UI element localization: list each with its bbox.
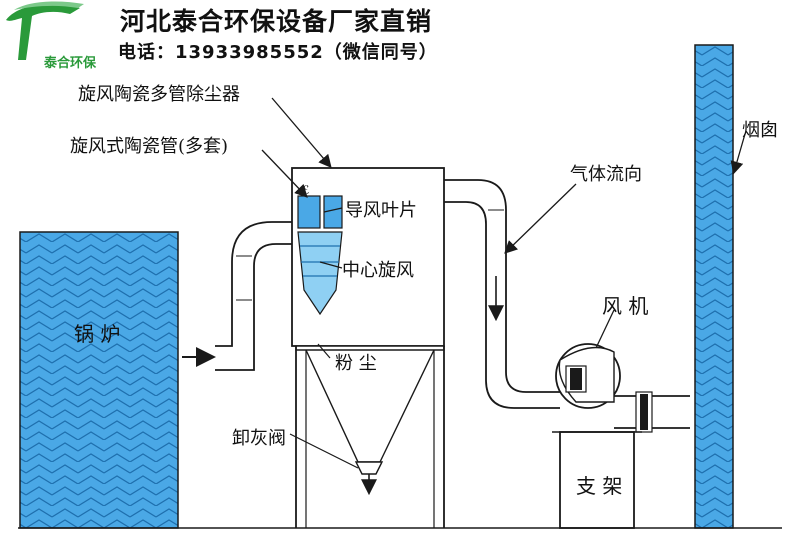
label-center-cyclone: 中心旋风 <box>342 260 414 281</box>
label-dust: 粉 尘 <box>335 353 377 374</box>
label-gas-flow: 气体流向 <box>570 164 642 185</box>
phone-line: 电话：13933985552（微信同号） <box>118 42 438 63</box>
ash-valve <box>354 461 384 475</box>
logo-icon <box>6 1 84 60</box>
label-stand: 支 架 <box>576 474 623 498</box>
chimney-block <box>694 44 734 529</box>
label-ash-valve: 卸灰阀 <box>232 428 286 449</box>
logo-text: 泰合环保 <box>44 56 97 71</box>
label-guide-vane: 导风叶片 <box>345 200 417 221</box>
label-multi-tube-collector: 旋风陶瓷多管除尘器 <box>78 84 240 105</box>
label-boiler: 锅 炉 <box>74 322 121 346</box>
outlet-duct <box>444 179 560 393</box>
label-fan: 风 机 <box>602 294 649 318</box>
label-chimney: 烟囱 <box>742 120 778 141</box>
company-title: 河北泰合环保设备厂家直销 <box>120 7 433 36</box>
boiler-block <box>19 231 179 529</box>
label-ceramic-tubes: 旋风式陶瓷管(多套) <box>70 136 229 157</box>
inlet-duct <box>215 221 296 347</box>
fan-stand <box>559 431 635 529</box>
